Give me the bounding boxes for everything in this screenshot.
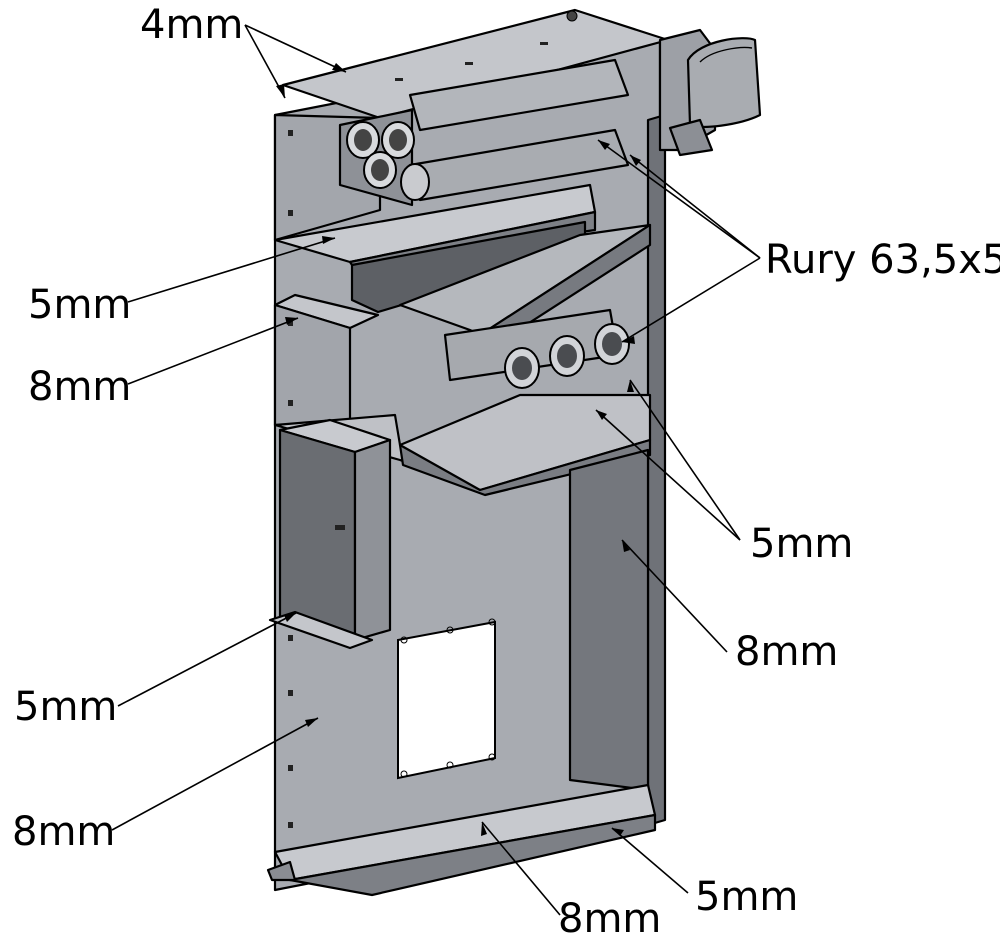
label-left-upper-5mm: 5mm (28, 282, 131, 328)
mid-upper-shelf (273, 293, 380, 427)
inspection-window (397, 618, 496, 780)
middle-pipes (443, 308, 630, 389)
label-top-4mm: 4mm (140, 2, 243, 48)
leader-lines (111, 24, 761, 916)
label-left-lower-5mm: 5mm (14, 684, 117, 730)
outlet-pipe (658, 28, 762, 157)
label-left-upper-8mm: 8mm (28, 364, 131, 410)
label-right-pipes: Rury 63,5x5 (765, 237, 1000, 283)
right-inner-wall (568, 448, 650, 792)
arrowheads (276, 63, 641, 836)
label-left-lower-8mm: 8mm (12, 809, 115, 855)
labels: 4mm 5mm 8mm 5mm 8mm Rury 63,5x5 5mm 8mm … (12, 2, 1000, 942)
left-middle-box (278, 418, 392, 642)
top-pipes (400, 58, 630, 202)
label-bottom-8mm: 8mm (558, 896, 661, 942)
top-pipe-ends (346, 121, 415, 189)
label-right-5mm: 5mm (750, 521, 853, 567)
label-right-8mm: 8mm (735, 629, 838, 675)
bottom-tray (266, 783, 657, 897)
upper-baffle (273, 183, 597, 267)
label-bottom-5mm: 5mm (695, 874, 798, 920)
lower-deflector (273, 393, 652, 497)
